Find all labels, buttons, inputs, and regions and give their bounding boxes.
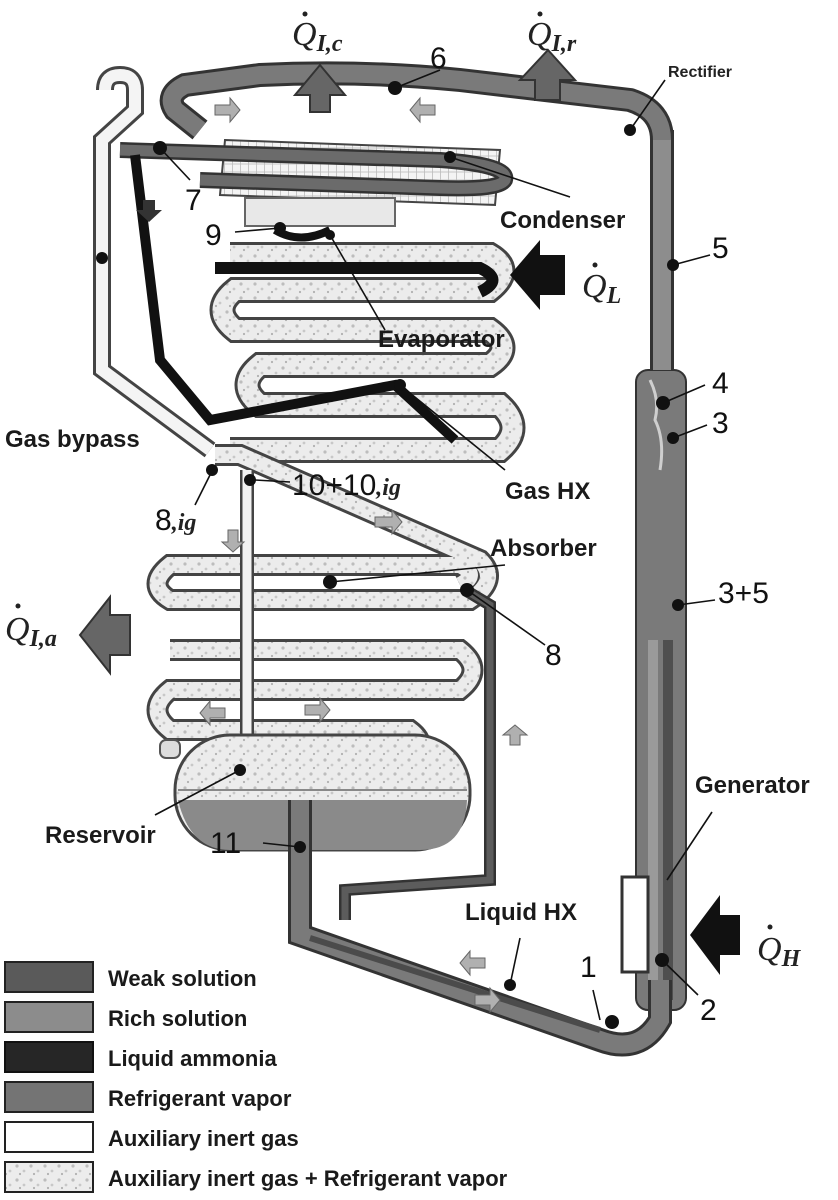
- label-condenser: Condenser: [500, 207, 625, 234]
- qic-arrow-icon: [292, 63, 348, 113]
- legend-swatch-inert-gas: [4, 1121, 94, 1153]
- component-labels: Condenser Evaporator Gas HX Absorber Res…: [5, 64, 810, 926]
- label-rectifier: Rectifier: [668, 64, 732, 81]
- flow-direction-arrows: [199, 96, 529, 1014]
- reservoir: [159, 733, 472, 852]
- svg-text:QI,a: QI,a: [5, 611, 57, 652]
- point-3-plus-5: 3+5: [718, 577, 769, 610]
- heat-flow-arrows: [78, 48, 740, 975]
- point-7: 7: [185, 184, 202, 217]
- point-9: 9: [205, 219, 222, 252]
- legend-item: Rich solution: [4, 1001, 247, 1033]
- point-1: 1: [580, 951, 597, 984]
- state-point-markers: [154, 69, 716, 1021]
- label-gas-hx: Gas HX: [505, 478, 590, 505]
- qh-arrow-icon: [690, 895, 740, 975]
- legend-label: Refrigerant vapor: [108, 1086, 292, 1111]
- generator-rectifier-column: [635, 130, 687, 1011]
- point-8: 8: [545, 639, 562, 672]
- point-6: 6: [430, 42, 447, 75]
- ql-arrow-icon: [510, 240, 565, 310]
- legend-swatch-rich: [4, 1001, 94, 1033]
- point-11: 11: [210, 827, 241, 860]
- generator-heater-box: [620, 875, 650, 974]
- point-5: 5: [712, 232, 729, 265]
- svg-text:QH: QH: [757, 931, 802, 972]
- qia-arrow-icon: [78, 594, 131, 676]
- state-point-dots: [96, 81, 684, 1029]
- ql-label: QL: [582, 262, 621, 309]
- condenser: [119, 138, 514, 207]
- legend-item: Weak solution: [4, 961, 257, 993]
- label-generator: Generator: [695, 772, 810, 799]
- svg-text:QI,r: QI,r: [527, 16, 577, 57]
- point-2: 2: [700, 994, 717, 1027]
- label-absorber: Absorber: [490, 535, 597, 562]
- point-4: 4: [712, 367, 729, 400]
- label-reservoir: Reservoir: [45, 822, 156, 849]
- label-evaporator: Evaporator: [378, 326, 505, 353]
- liquid-hx-pipe: [288, 800, 672, 1057]
- qia-label: QI,a: [5, 603, 57, 652]
- legend-item: Auxiliary inert gas: [4, 1121, 299, 1153]
- legend-label: Liquid ammonia: [108, 1046, 277, 1071]
- heat-flow-labels: QI,c QI,r QL QI,a QH: [5, 11, 802, 972]
- qh-label: QH: [757, 924, 802, 972]
- qir-label: QI,r: [527, 11, 577, 57]
- legend-swatch-inert-plus-vapor: [4, 1161, 94, 1193]
- legend-label: Weak solution: [108, 966, 257, 991]
- legend-label: Auxiliary inert gas: [108, 1126, 299, 1151]
- label-gas-bypass: Gas bypass: [5, 426, 140, 453]
- qic-label: QI,c: [292, 11, 343, 57]
- svg-text:QL: QL: [582, 268, 621, 309]
- point-3: 3: [712, 407, 729, 440]
- legend-item: Liquid ammonia: [4, 1041, 277, 1073]
- legend-label: Rich solution: [108, 1006, 247, 1031]
- legend-swatch-weak: [4, 961, 94, 993]
- legend-item: Refrigerant vapor: [4, 1081, 292, 1113]
- liquid-down-arrow-icon: [136, 200, 162, 222]
- legend: Weak solution Rich solution Liquid ammon…: [4, 961, 508, 1193]
- legend-swatch-liquid-ammonia: [4, 1041, 94, 1073]
- state-point-numbers: 6 7 9 5 4 3 3+5 8 11 1 2 8,ig 10+10,ig: [155, 42, 769, 1027]
- point-10-plus-10ig: 10+10,ig: [292, 469, 401, 502]
- gas-bypass-tube: [93, 65, 216, 458]
- point-8ig: 8,ig: [155, 504, 196, 537]
- legend-item: Auxiliary inert gas + Refrigerant vapor: [4, 1161, 508, 1193]
- qir-arrow-icon: [517, 48, 578, 101]
- label-liquid-hx: Liquid HX: [465, 899, 577, 926]
- evaporator: [130, 154, 526, 463]
- legend-swatch-refrigerant-vapor: [4, 1081, 94, 1113]
- svg-text:QI,c: QI,c: [292, 16, 343, 57]
- legend-label: Auxiliary inert gas + Refrigerant vapor: [108, 1166, 508, 1191]
